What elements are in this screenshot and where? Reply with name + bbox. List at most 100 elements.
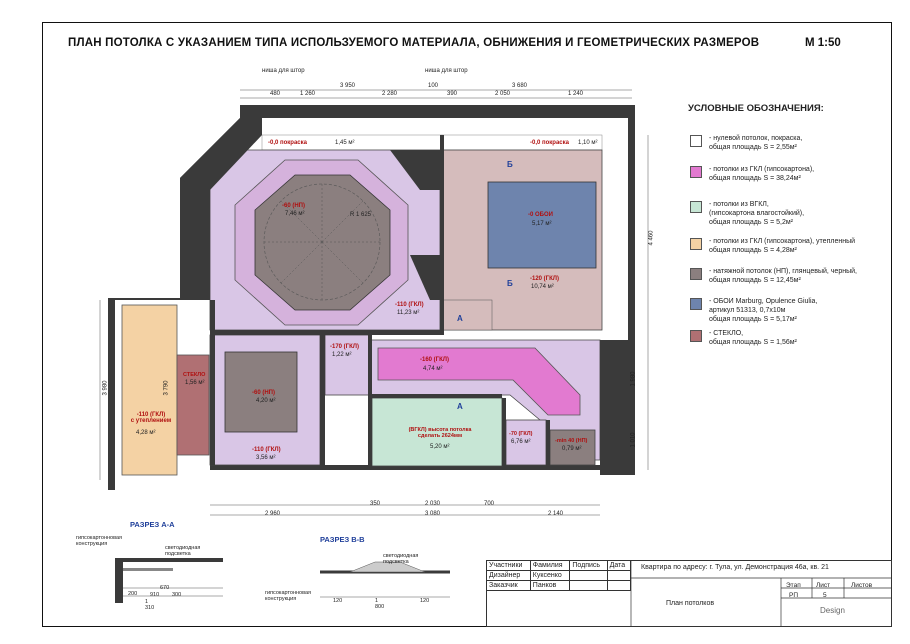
- glass-label: СТЕКЛО: [183, 372, 206, 378]
- top-dim-0: 480: [270, 91, 281, 97]
- left-dim-0: 3 980: [102, 380, 109, 396]
- legend-swatch-4: [690, 268, 702, 280]
- section-bb-drawing: [320, 561, 450, 598]
- corridor-area: 1,22 м²: [332, 352, 352, 358]
- section-aa-dim-4: 1 310: [145, 599, 155, 611]
- kid-stretch: [224, 351, 298, 433]
- bottom-dim-4: 700: [484, 501, 495, 507]
- paint-left-area: 1,45 м²: [335, 140, 355, 146]
- paint-right-label: -0,0 покраска: [530, 140, 569, 146]
- balcony-label: -110 (ГКЛ) с утеплением: [130, 412, 172, 424]
- section-bb-dim-2: 120: [420, 598, 430, 604]
- section-aa-dim-3: 300: [172, 592, 182, 598]
- kid-area: 3,56 м²: [256, 455, 276, 461]
- bedroom-wall: [441, 299, 493, 331]
- living-area: 11,23 м²: [397, 310, 420, 316]
- section-aa-drawing: [115, 558, 223, 603]
- octagon-label: -60 (НП): [282, 203, 305, 209]
- wc2-ceiling: [549, 429, 596, 466]
- stamp-date-client: [606, 580, 632, 591]
- bay-window: [180, 118, 262, 300]
- top-dim-1: 1 260: [300, 91, 316, 97]
- left-dim-1: 3 790: [163, 380, 170, 396]
- inner-walls: [210, 135, 628, 467]
- wc-ceiling: [505, 419, 547, 466]
- legend-swatch-1: [690, 166, 702, 178]
- bedroom-area: 10,74 м²: [531, 284, 554, 290]
- stamp-address: Квартира по адресу: г. Тула, ул. Демонст…: [641, 564, 829, 571]
- top-dim-8: 1 240: [568, 91, 584, 97]
- top-dim-4: 100: [428, 83, 439, 89]
- column-right-bottom: [410, 255, 440, 300]
- bathroom-label: (ВГКЛ) высота потолка сделать 2624мм: [408, 427, 472, 439]
- right-dim-0: 4 460: [648, 230, 655, 246]
- top-dim-5: 390: [447, 91, 458, 97]
- section-aa-dim-1: 200: [128, 591, 138, 597]
- legend-swatch-6: [690, 330, 702, 342]
- stamp-sheet-name: План потолков: [666, 600, 715, 607]
- section-bb-note2: гипсокартонновая конструкция: [265, 590, 311, 602]
- top-dim-6: 3 680: [512, 83, 528, 89]
- title-block: Участники Фамилия Подпись Дата Дизайнер …: [486, 560, 892, 627]
- bathroom-area: 5,20 м²: [430, 444, 450, 450]
- stamp-list: 5: [823, 592, 827, 599]
- oboi-area: 5,17 м²: [532, 221, 552, 227]
- dim-lines-top: [240, 89, 632, 99]
- section-bb-dim-0: 120: [333, 598, 343, 604]
- mark-b-1: Б: [507, 160, 513, 169]
- bottom-dim-5: 2 140: [548, 511, 564, 517]
- page-title: ПЛАН ПОТОЛКА С УКАЗАНИЕМ ТИПА ИСПОЛЬЗУЕМ…: [68, 37, 760, 49]
- paint-right-area: 1,10 м²: [578, 140, 598, 146]
- title-block-table: Участники Фамилия Подпись Дата Дизайнер …: [486, 560, 632, 591]
- niche-right-label: ниша для штор: [425, 68, 468, 74]
- bedroom-label: -120 (ГКЛ): [530, 276, 559, 282]
- watermark-logo: Design: [820, 606, 845, 615]
- bottom-dim-2: 2 030: [425, 501, 441, 507]
- stamp-etap: РП: [789, 592, 799, 599]
- wc-label: -70 (ГКЛ): [509, 431, 533, 437]
- scale-label: М 1:50: [805, 37, 841, 49]
- section-aa-note2: светодиодная подсветка: [165, 545, 201, 557]
- hall-label: -160 (ГКЛ): [420, 357, 449, 363]
- hall-gkl: [377, 347, 581, 416]
- dim-lines-bottom: [210, 504, 600, 516]
- mark-a-1: А: [457, 314, 463, 323]
- section-aa-note1: гипсокартонновая конструкция: [76, 535, 122, 547]
- octagon-radius: R 1 625: [350, 212, 372, 218]
- dim-lines-side: [99, 135, 649, 480]
- column-right-top: [390, 150, 440, 190]
- bottom-dim-3: 3 080: [425, 511, 441, 517]
- top-dim-3: 2 280: [382, 91, 398, 97]
- bottom-dim-0: 2 960: [265, 511, 281, 517]
- small-stretch-area: 4,20 м²: [256, 398, 276, 404]
- niche-left-label: ниша для штор: [262, 68, 305, 74]
- right-dim-1: 1 980: [630, 371, 637, 387]
- section-bb-note1: светодиодная подсветка: [383, 553, 419, 565]
- legend-swatch-3: [690, 238, 702, 250]
- wc-area: 6,76 м²: [511, 439, 531, 445]
- octagon-rays: [264, 184, 380, 300]
- kid-label: -110 (ГКЛ): [252, 447, 281, 453]
- section-aa-title: РАЗРЕЗ А-А: [130, 520, 175, 529]
- legend-swatch-5: [690, 298, 702, 310]
- oboi-label: -0 ОБОИ: [528, 212, 553, 218]
- bottom-dim-1: 350: [370, 501, 381, 507]
- legend-swatch-2: [690, 201, 702, 213]
- section-aa-dim-0: 670: [160, 585, 170, 591]
- drawing-frame: [42, 22, 892, 627]
- legend-swatch-0: [690, 135, 702, 147]
- top-dim-7: 2 050: [495, 91, 511, 97]
- hall-area: 4,74 м²: [423, 366, 443, 372]
- stamp-lists-label: Листов: [851, 582, 873, 589]
- oboi-ceiling: [487, 181, 597, 269]
- balcony-ceiling: [121, 304, 178, 476]
- corridor-label: -170 (ГКЛ): [330, 344, 359, 350]
- right-dim-2: 1 010: [630, 432, 637, 448]
- paint-left-label: -0,0 покраска: [268, 140, 307, 146]
- wc2-label: -min 40 (НП): [555, 438, 588, 444]
- section-aa-dim-2: 910: [150, 592, 160, 598]
- stamp-lines: [486, 560, 892, 627]
- glass-ceiling: [176, 354, 210, 456]
